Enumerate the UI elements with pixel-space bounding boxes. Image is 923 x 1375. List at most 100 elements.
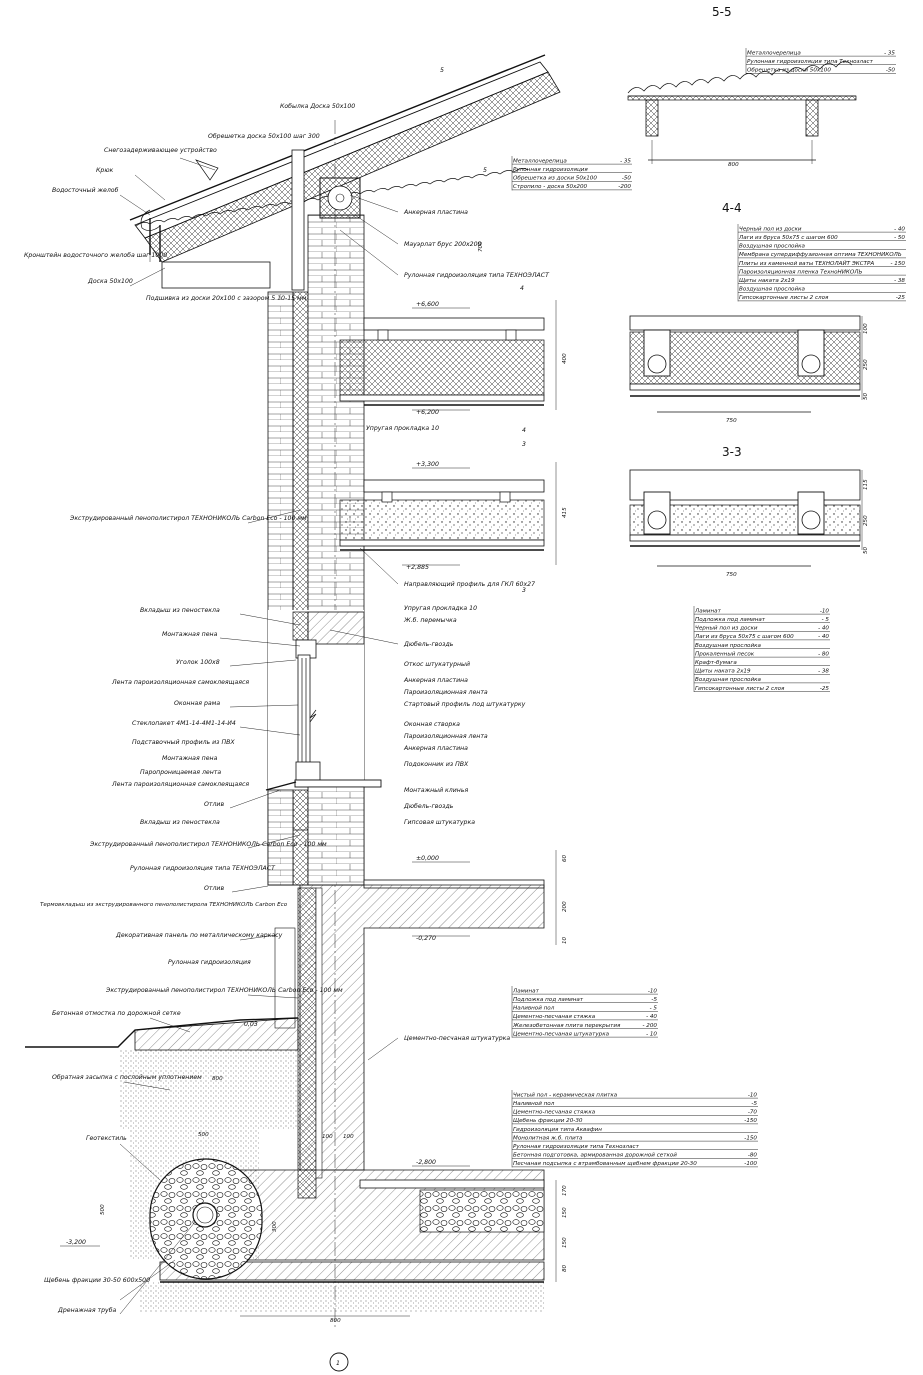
dim-750-3-3: 750	[726, 572, 737, 578]
legend-layer-thickness: - 35	[884, 50, 895, 56]
legend-layer-name: Подложка под ламинат	[513, 997, 584, 1003]
label-decorative-panel: Декоративная панель по металлическому ка…	[115, 932, 283, 939]
dim-10: 10	[562, 936, 568, 944]
axis-marker: 1	[336, 1360, 340, 1367]
label-xps-foundation: Экструдированный пенополистирол ТЕХНОНИК…	[105, 987, 343, 994]
label-drain-gravel: Щебень фракции 30-50 600х500	[44, 1276, 150, 1284]
label-drain-pipe: Дренажная труба	[57, 1306, 117, 1314]
legend-layer-thickness: - 38	[894, 278, 905, 284]
dim-415: 415	[562, 507, 568, 518]
cut-mark-4-bottom: 4	[522, 427, 526, 434]
label-elastic-pad: Упругая прокладка 10	[366, 425, 439, 432]
cut-mark-4-top: 4	[520, 285, 524, 292]
roof	[129, 54, 561, 291]
legend-layer-thickness: - 10	[646, 1031, 657, 1037]
label-anchor-plate-2: Анкерная пластина	[403, 677, 468, 684]
legend-layer-thickness: -10	[648, 988, 658, 994]
legend-layer-thickness: -10	[748, 1092, 758, 1098]
foundation	[140, 879, 545, 1312]
label-roll-waterproofing: Рулонная гидроизоляция типа ТЕХНОЭЛАСТ	[130, 865, 276, 872]
level-minus-3200: -3,200	[66, 1239, 86, 1246]
label-gypsum-plaster: Гипсовая штукатурка	[404, 819, 475, 826]
label-window-sash: Оконная створка	[404, 721, 460, 728]
label-vapor-tape-2: Лента пароизоляционная самоклеящаяся	[111, 781, 249, 788]
dim-500-width: 500	[198, 1132, 209, 1138]
legend-layer-thickness: -150	[744, 1135, 757, 1141]
dim-500-height: 500	[100, 1204, 106, 1215]
label-starter-profile: Стартовый профиль под штукатурку	[404, 701, 526, 708]
label-angle: Уголок 100х8	[176, 659, 220, 666]
legend-layer-name: Бетонная подготовка, армированная дорожн…	[513, 1153, 677, 1159]
label-glazing-unit: Стеклопакет 4М1-14-4М1-14-И4	[132, 720, 236, 727]
level-blind-area: 0,03	[244, 1021, 258, 1028]
legend-layer-name: Гидроизоляция типа Аквафин	[513, 1127, 602, 1133]
label-plinth-drip: Отлив	[204, 885, 224, 892]
legend-layer-name: Ламинат	[694, 608, 722, 614]
label-cement-plaster: Цементно-песчаная штукатурка	[404, 1035, 510, 1042]
legend-layer-thickness: -50	[622, 176, 632, 182]
legend-layer-name: Цементно-песчаная стяжка	[513, 1014, 596, 1020]
label-soffit-board: Подшивка из доски 20х100 с зазором 5 10-…	[146, 295, 307, 302]
label-gkl-profile: Направляющий профиль для ГКЛ 60х27	[404, 581, 535, 588]
right-callouts: Кобылка Доска 50х100 Обрешетка доска 50х…	[146, 102, 550, 1042]
legend-layer-name: Воздушная прослойка	[739, 287, 805, 293]
level-3300: +3,300	[416, 461, 439, 468]
legend-layer-name: Монолитная ж.б. плита	[513, 1135, 583, 1141]
section-5-5	[627, 61, 857, 164]
cut-mark-3-bottom: 3	[522, 587, 526, 594]
legend-layer-thickness: - 150	[891, 261, 906, 267]
dim-700: 700	[478, 241, 484, 252]
dim-300: 300	[272, 1221, 278, 1232]
legend-layer-thickness: - 80	[818, 651, 829, 657]
level-2885: +2,885	[406, 564, 429, 571]
label-hook: Крюк	[96, 167, 114, 174]
label-backfill: Обратная засыпка с послойным уплотнением	[52, 1073, 202, 1081]
legend-layer-name: Воздушная прослойка	[695, 677, 761, 683]
label-thermal-insert: Термовкладыш из экструдированного пенопо…	[40, 902, 288, 908]
legend-layer-name: Стропило - доска 50х200	[513, 184, 587, 190]
dim-50-3-3: 50	[863, 546, 869, 554]
legend-layer-name: Железобетонная плита перекрытия	[512, 1023, 621, 1029]
label-foamglass-insert-2: Вкладыш из пеностекла	[140, 819, 220, 826]
dim-800-5-5: 800	[728, 162, 739, 168]
legend-layer-thickness: - 5	[822, 617, 830, 623]
legend-layer-name: Рулонная гидроизоляция	[513, 167, 588, 173]
dim-115-3-3: 115	[863, 479, 869, 490]
dimension-values: 700 400 415 60 200 10 800 800 500 500 30…	[100, 162, 869, 1324]
legend-layer-thickness: - 40	[818, 626, 829, 632]
dim-800-blind: 800	[212, 1076, 223, 1082]
legend-layer-thickness: - 40	[646, 1014, 657, 1020]
legend-layer-name: Рулонная гидроизоляция типа Технозласт	[513, 1144, 640, 1150]
level-6600: +6,600	[416, 301, 439, 308]
label-plaster-slope: Откос штукатурный	[404, 661, 470, 668]
legend-layer-name: Песчаная подсыпка с втрамбованным щебнем…	[513, 1161, 697, 1167]
legend-layer-name: Цементно-песчаная стяжка	[513, 1110, 596, 1116]
legend-layer-name: Металлочерепица	[513, 158, 567, 164]
dim-750-4-4: 750	[726, 418, 737, 424]
legend-basement-floor: Чистый пол - керамическая плитка-10Налив…	[511, 1090, 758, 1168]
level-0000: ±0,000	[416, 855, 439, 862]
legend-layer-name: Щебень фракции 20-30	[513, 1118, 583, 1124]
cut-mark-3-top: 3	[522, 441, 526, 448]
legend-layer-thickness: -50	[886, 68, 896, 74]
legend-layer-name: Подложка под ламинат	[695, 617, 766, 623]
legend-layer-name: Ламинат	[512, 988, 540, 994]
label-foamglass-insert: Вкладыш из пеностекла	[140, 607, 220, 614]
legend-layer-thickness: - 40	[894, 226, 905, 232]
legend-layer-name: Крафт-бумага	[695, 660, 737, 666]
section-title-4-4: 4-4	[722, 201, 742, 215]
legend-layer-name: Обрешетка из доски 50х100	[513, 176, 597, 182]
window-opening	[265, 610, 382, 886]
legend-layer-thickness: -25	[820, 686, 830, 692]
legend-layer-name: Чистый пол - керамическая плитка	[513, 1092, 618, 1098]
legend-layer-name: Лаги из бруса 50х75 с шагом 600	[694, 634, 794, 640]
label-roll-technoelast: Рулонная гидроизоляция типа ТЕХНОЭЛАСТ	[404, 272, 550, 279]
left-callouts: Снегозадерживающее устройство Крюк Водос…	[24, 147, 343, 1314]
dim-100-4-4: 100	[863, 323, 869, 334]
level-marks: +6,600 +6,200 +3,300 +2,885 ±0,000 -0,27…	[60, 301, 470, 1247]
label-dowel-nail-2: Дюбель-гвоздь	[403, 802, 454, 810]
